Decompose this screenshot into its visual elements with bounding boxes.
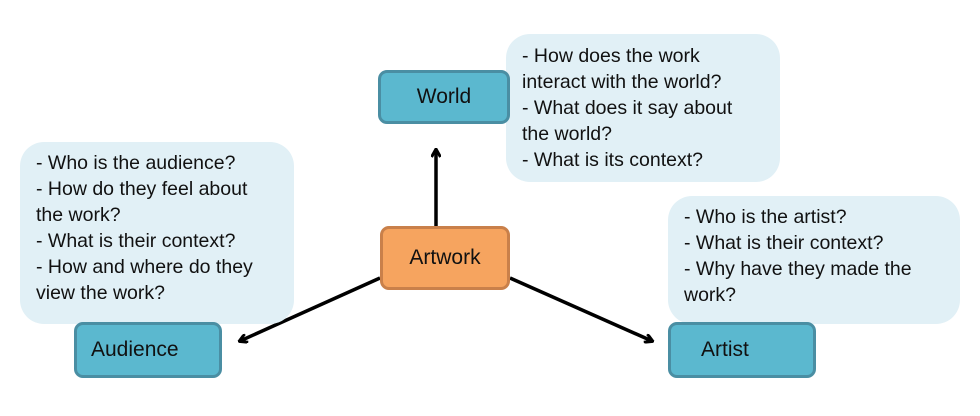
world-question-line: interact with the world? [522, 71, 722, 93]
arrow-to-artist [509, 276, 652, 341]
world-node: World [378, 70, 510, 124]
world-question-line: the world? [522, 123, 612, 145]
audience-question-line: - How do they feel about [36, 178, 248, 200]
audience-question-line: - How and where do they [36, 256, 253, 278]
artist-questions-bubble: - Who is the artist? - What is their con… [668, 196, 960, 324]
arrow-to-audience [240, 276, 381, 341]
world-question-line: - What is its context? [522, 149, 703, 171]
artist-question-line: work? [684, 284, 737, 306]
artwork-node-label: Artwork [409, 246, 481, 269]
artist-question-line: - Why have they made the [684, 258, 912, 280]
audience-node: Audience [74, 322, 222, 378]
audience-node-label: Audience [91, 338, 179, 361]
artist-question-line: - Who is the artist? [684, 206, 847, 228]
audience-question-line: the work? [36, 204, 121, 226]
audience-question-line: view the work? [36, 282, 165, 304]
world-question-line: - How does the work [522, 45, 700, 67]
world-questions-bubble: - How does the work interact with the wo… [506, 34, 780, 182]
audience-question-line: - What is their context? [36, 230, 236, 252]
world-question-line: - What does it say about [522, 97, 733, 119]
artist-node-label: Artist [701, 338, 749, 361]
audience-question-line: - Who is the audience? [36, 152, 236, 174]
artist-node: Artist [668, 322, 816, 378]
audience-questions-bubble: - Who is the audience? - How do they fee… [20, 142, 294, 324]
artist-question-line: - What is their context? [684, 232, 884, 254]
world-node-label: World [416, 85, 472, 108]
artwork-node: Artwork [380, 226, 510, 290]
